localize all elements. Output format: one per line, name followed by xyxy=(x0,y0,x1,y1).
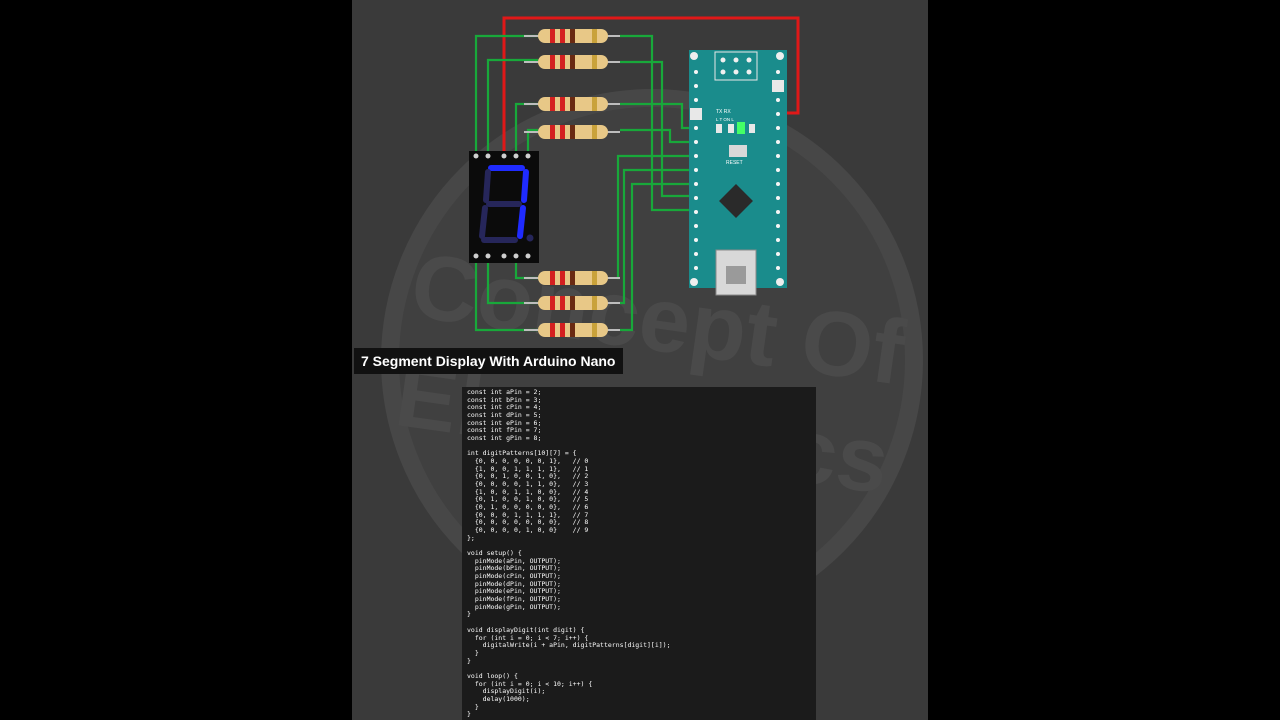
video-title: 7 Segment Display With Arduino Nano xyxy=(354,348,623,374)
reset-label: RESET xyxy=(726,160,743,166)
code-line: delay(1000); xyxy=(467,694,530,703)
code-line: void setup() { xyxy=(467,549,522,558)
circuit-diagram: TX RX L T ON L RESET xyxy=(469,16,800,337)
segment-b xyxy=(521,169,529,203)
code-line: } xyxy=(467,610,471,619)
code-line: void displayDigit(int digit) { xyxy=(467,625,585,634)
code-line: {0, 0, 0, 0, 0, 0, 0}, // 8 xyxy=(467,518,589,527)
code-line: pinMode(ePin, OUTPUT); xyxy=(467,587,561,596)
resistors xyxy=(524,29,620,337)
code-line: pinMode(aPin, OUTPUT); xyxy=(467,556,561,565)
code-line: } xyxy=(467,648,479,657)
code-line: const int ePin = 6; xyxy=(467,418,542,427)
resistor xyxy=(524,323,620,337)
led-labels: L T ON L xyxy=(716,117,734,122)
code-line: pinMode(gPin, OUTPUT); xyxy=(467,602,561,611)
video-frame: Concept Of Electronics xyxy=(352,0,928,720)
code-line: const int dPin = 5; xyxy=(467,411,542,420)
code-line: {0, 0, 0, 0, 1, 0, 0} // 9 xyxy=(467,526,589,535)
code-line: pinMode(fPin, OUTPUT); xyxy=(467,595,561,604)
code-line: void loop() { xyxy=(467,671,518,680)
red-wire xyxy=(502,16,800,156)
code-line: const int cPin = 4; xyxy=(467,403,542,412)
resistor xyxy=(524,29,620,43)
code-line: {1, 0, 0, 1, 1, 1, 1}, // 1 xyxy=(467,464,589,473)
segment-f xyxy=(483,169,491,203)
seven-segment-display xyxy=(469,151,539,263)
code-line: {0, 0, 0, 1, 1, 1, 1}, // 7 xyxy=(467,510,589,519)
segment-e xyxy=(479,205,488,239)
code-line: for (int i = 0; i < 7; i++) { xyxy=(467,633,589,642)
code-line: {0, 1, 0, 0, 1, 0, 0}, // 5 xyxy=(467,495,589,504)
code-line: pinMode(cPin, OUTPUT); xyxy=(467,572,561,581)
code-line: const int bPin = 3; xyxy=(467,395,542,404)
decimal-point xyxy=(526,234,534,242)
code-line: } xyxy=(467,710,471,719)
code-line: }; xyxy=(467,533,475,542)
code-line: for (int i = 0; i < 10; i++) { xyxy=(467,679,593,688)
resistor xyxy=(524,271,620,285)
code-line: const int aPin = 2; xyxy=(467,388,542,396)
green-wires xyxy=(474,34,697,332)
segment-c xyxy=(517,205,526,239)
code-line xyxy=(467,665,816,673)
code-block: const int aPin = 2;const int bPin = 3;co… xyxy=(462,387,816,719)
code-line: displayDigit(i); xyxy=(467,687,546,696)
code-line: digitalWrite(i + aPin, digitPatterns[dig… xyxy=(467,641,671,650)
code-line: {0, 0, 1, 0, 0, 1, 0}, // 2 xyxy=(467,472,589,481)
code-line: {0, 1, 0, 0, 0, 0, 0}, // 6 xyxy=(467,503,589,512)
code-line: pinMode(dPin, OUTPUT); xyxy=(467,579,561,588)
resistor xyxy=(524,55,620,69)
code-line: const int fPin = 7; xyxy=(467,426,542,435)
resistor xyxy=(524,97,620,111)
code-panel: const int aPin = 2;const int bPin = 3;co… xyxy=(462,387,816,720)
code-line: } xyxy=(467,702,479,711)
code-line: {1, 0, 0, 1, 1, 0, 0}, // 4 xyxy=(467,487,589,496)
code-line: const int gPin = 8; xyxy=(467,434,542,443)
code-line: } xyxy=(467,656,471,665)
segments xyxy=(479,165,529,243)
code-line: {0, 0, 0, 0, 1, 1, 0}, // 3 xyxy=(467,480,589,489)
resistor xyxy=(524,125,620,139)
code-line: pinMode(bPin, OUTPUT); xyxy=(467,564,561,573)
code-line: int digitPatterns[10][7] = { xyxy=(467,449,577,458)
resistor xyxy=(524,296,620,310)
tx-rx-label: TX RX xyxy=(716,109,731,115)
arduino-nano: TX RX L T ON L RESET xyxy=(689,50,787,296)
code-line: {0, 0, 0, 0, 0, 0, 1}, // 0 xyxy=(467,457,589,466)
